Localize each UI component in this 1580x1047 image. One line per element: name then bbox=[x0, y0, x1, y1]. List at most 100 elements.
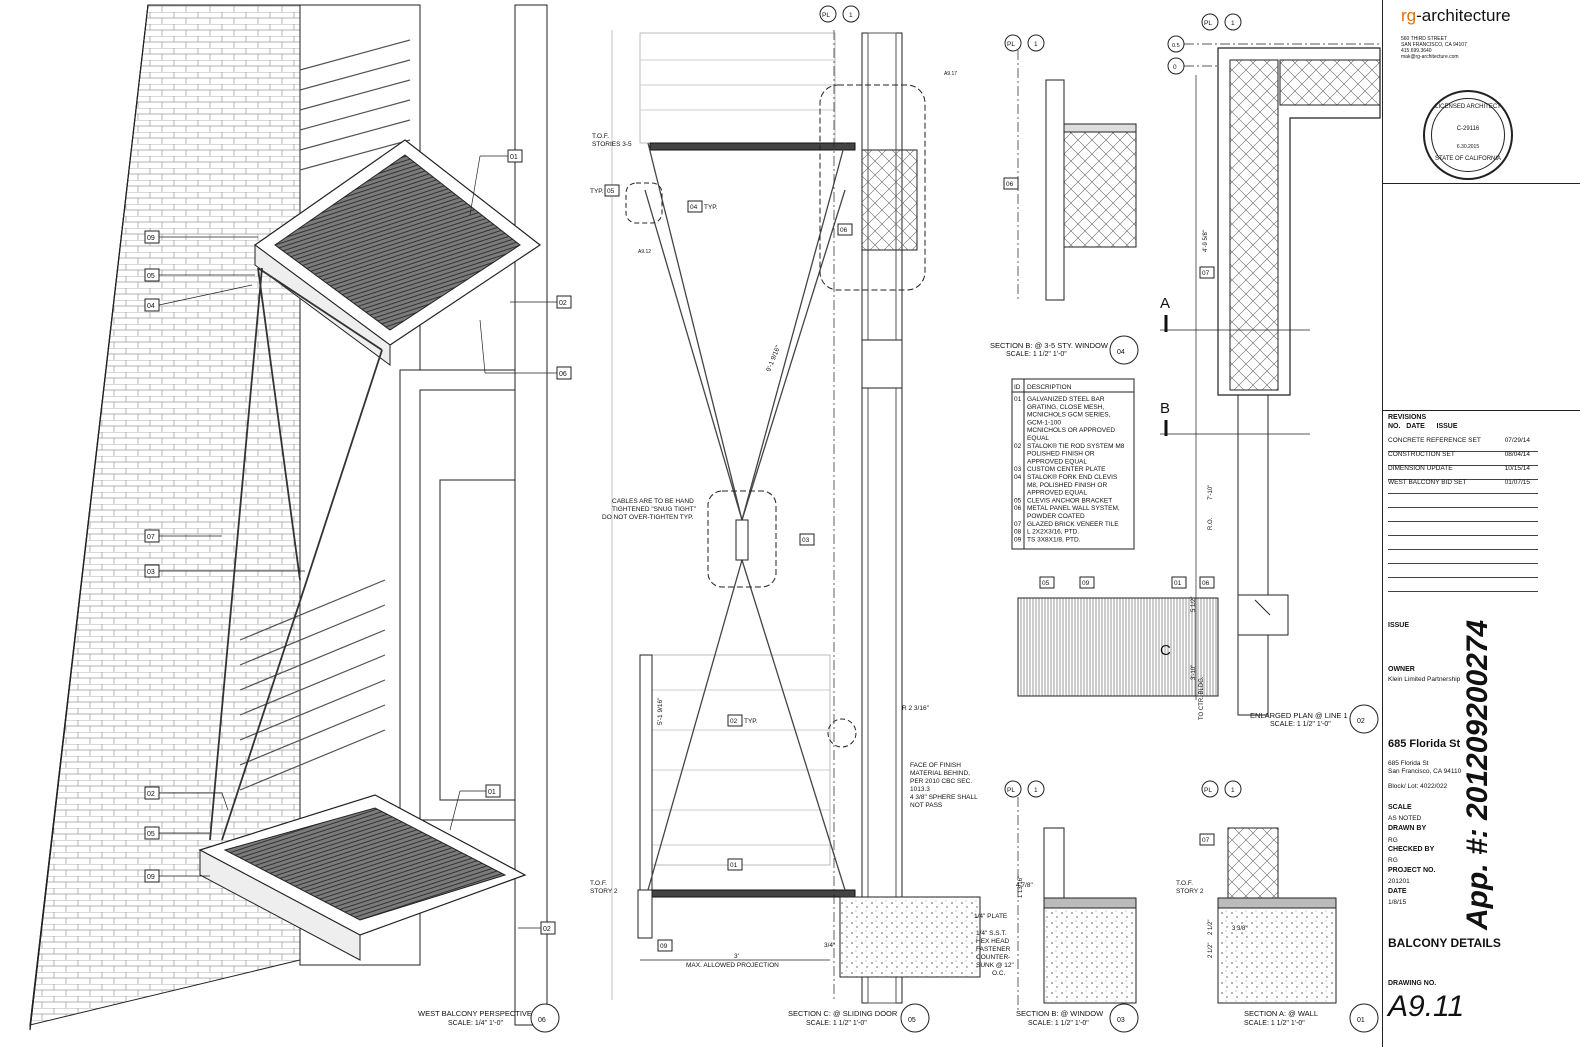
view-scale-03: SCALE: 1 1/2" 1'-0" bbox=[1028, 1020, 1089, 1027]
svg-text:02: 02 bbox=[147, 791, 155, 798]
revision-blank-line bbox=[1388, 507, 1538, 508]
svg-text:2 1/2": 2 1/2" bbox=[1208, 943, 1214, 958]
view-scale-05: SCALE: 1 1/2" 1'-0" bbox=[806, 1020, 867, 1027]
revision-issue: CONCRETE REFERENCE SET bbox=[1388, 437, 1481, 444]
legend-id: 03 bbox=[1014, 466, 1022, 473]
scale-value: AS NOTED bbox=[1388, 815, 1422, 822]
section-c-view: SECTION C: @ SLIDING DOOR SCALE: 1 1/2" … bbox=[611, 30, 981, 1033]
date-label: DATE bbox=[1388, 888, 1407, 895]
legend-id: 09 bbox=[1014, 536, 1022, 543]
svg-text:4 3/8" SPHERE SHALL: 4 3/8" SPHERE SHALL bbox=[910, 794, 978, 801]
svg-text:01: 01 bbox=[510, 154, 518, 161]
perspective-view: WEST BALCONY PERSPECTIVE SCALE: 1/4" 1'-… bbox=[29, 4, 560, 1033]
view-scale-04: SCALE: 1 1/2" 1'-0" bbox=[1006, 351, 1067, 358]
revision-date: 08/04/14 bbox=[1504, 451, 1530, 458]
svg-text:04: 04 bbox=[690, 204, 698, 211]
svg-text:PL: PL bbox=[1204, 20, 1212, 27]
revision-date: 10/15/14 bbox=[1504, 465, 1530, 472]
svg-text:TYP.: TYP. bbox=[590, 188, 604, 195]
tag-06-upper: 06 bbox=[556, 366, 572, 380]
svg-text:SUNK @ 12": SUNK @ 12" bbox=[976, 962, 1014, 969]
svg-text:1013.3: 1013.3 bbox=[910, 786, 930, 793]
svg-text:STORIES 3-5: STORIES 3-5 bbox=[592, 141, 632, 148]
svg-text:STORY 2: STORY 2 bbox=[1176, 888, 1204, 895]
svg-text:09: 09 bbox=[660, 943, 668, 950]
tag-01-lower: 01 bbox=[485, 784, 501, 798]
date-value: 1/8/15 bbox=[1388, 899, 1407, 906]
section-a-wall-view: PL 1 07 T.O.F. STORY 2 3 3/8" 2 1/2" 2 1… bbox=[1176, 780, 1379, 1033]
view-title-03: SECTION B: @ WINDOW bbox=[1016, 1009, 1104, 1018]
revision-blank-line bbox=[1388, 535, 1538, 536]
legend-description: MCNICHOLS OR APPROVED bbox=[1027, 427, 1115, 434]
svg-text:1: 1 bbox=[1034, 787, 1038, 794]
tag-04-upper: 04 bbox=[144, 298, 160, 312]
svg-text:PER 2010 CBC SEC.: PER 2010 CBC SEC. bbox=[910, 778, 972, 785]
tag-05-lower: 05 bbox=[144, 826, 160, 840]
legend-description: METAL PANEL WALL SYSTEM, bbox=[1027, 505, 1120, 512]
svg-text:02: 02 bbox=[543, 926, 551, 933]
svg-text:01: 01 bbox=[730, 862, 738, 869]
svg-text:TO CTR. BLDG.: TO CTR. BLDG. bbox=[1199, 676, 1205, 720]
legend-id: 02 bbox=[1014, 443, 1022, 450]
legend-description: MCNICHOLS GCM SERIES, bbox=[1027, 412, 1111, 419]
svg-text:1/4" S.S.T.: 1/4" S.S.T. bbox=[976, 930, 1007, 937]
svg-text:HEX HEAD: HEX HEAD bbox=[976, 938, 1010, 945]
svg-text:06: 06 bbox=[559, 371, 567, 378]
legend-description: GLAZED BRICK VENEER TILE bbox=[1027, 521, 1119, 528]
svg-text:4'-9 5/8": 4'-9 5/8" bbox=[1203, 230, 1209, 252]
svg-text:1: 1 bbox=[849, 12, 853, 19]
project-no-value: 201201 bbox=[1388, 878, 1410, 885]
drawn-by-label: DRAWN BY bbox=[1388, 825, 1427, 832]
svg-text:1: 1 bbox=[1231, 787, 1235, 794]
svg-text:0: 0 bbox=[1173, 64, 1177, 71]
svg-text:07: 07 bbox=[1202, 837, 1210, 844]
svg-text:STORY 2: STORY 2 bbox=[590, 888, 618, 895]
svg-text:C: C bbox=[1160, 642, 1171, 659]
svg-text:PL: PL bbox=[822, 12, 830, 19]
svg-text:0.5: 0.5 bbox=[1172, 43, 1180, 49]
tag-07: 07 bbox=[144, 529, 160, 543]
svg-text:09: 09 bbox=[147, 874, 155, 881]
view-title-05: SECTION C: @ SLIDING DOOR bbox=[788, 1009, 898, 1018]
section-b-sty-window-view: PL 1 06 SECTION B: @ 3-5 STY. WINDOW SCA… bbox=[990, 34, 1139, 365]
owner-label: OWNER bbox=[1388, 666, 1415, 673]
svg-text:A9.17: A9.17 bbox=[944, 71, 957, 77]
legend-id: 05 bbox=[1014, 497, 1022, 504]
legend-description: GALVANIZED STEEL BAR bbox=[1027, 396, 1105, 403]
svg-text:07: 07 bbox=[1202, 270, 1210, 277]
svg-text:07: 07 bbox=[147, 534, 155, 541]
svg-text:2 1/2": 2 1/2" bbox=[1208, 920, 1214, 935]
sheet-title: BALCONY DETAILS bbox=[1388, 936, 1501, 950]
svg-text:O.C.: O.C. bbox=[992, 970, 1006, 977]
drawing-no-label: DRAWING NO. bbox=[1388, 980, 1437, 987]
view-scale-02: SCALE: 1 1/2" 1'-0" bbox=[1270, 721, 1331, 728]
tag-09-lower: 09 bbox=[144, 869, 160, 883]
tag-01-upper: 01 bbox=[507, 149, 523, 163]
tag-02-bottom: 02 bbox=[540, 921, 556, 935]
svg-text:1/4" PLATE: 1/4" PLATE bbox=[974, 913, 1008, 920]
revision-blank-line bbox=[1388, 493, 1538, 494]
project-address-2: San Francisco, CA 94110 bbox=[1388, 768, 1462, 775]
svg-text:4 7/8": 4 7/8" bbox=[1016, 882, 1033, 889]
revision-blank-line bbox=[1388, 563, 1538, 564]
svg-text:05: 05 bbox=[1042, 580, 1050, 587]
svg-text:01: 01 bbox=[1174, 580, 1182, 587]
view-num-05: 05 bbox=[908, 1017, 916, 1024]
legend-description: CLEVIS ANCHOR BRACKET bbox=[1027, 497, 1112, 504]
revision-blank-line bbox=[1388, 577, 1538, 578]
view-num-02: 02 bbox=[1357, 718, 1365, 725]
svg-text:FASTENER: FASTENER bbox=[976, 946, 1011, 953]
issue-label: ISSUE bbox=[1388, 622, 1410, 629]
svg-text:CABLES ARE TO BE HAND: CABLES ARE TO BE HAND bbox=[612, 498, 694, 505]
legend-description: L 2X2X3/16, PTD. bbox=[1027, 529, 1079, 536]
svg-text:06: 06 bbox=[840, 227, 848, 234]
drawn-by-value: RG bbox=[1388, 837, 1398, 844]
tag-05-upper: 05 bbox=[144, 268, 160, 282]
svg-text:05: 05 bbox=[147, 831, 155, 838]
